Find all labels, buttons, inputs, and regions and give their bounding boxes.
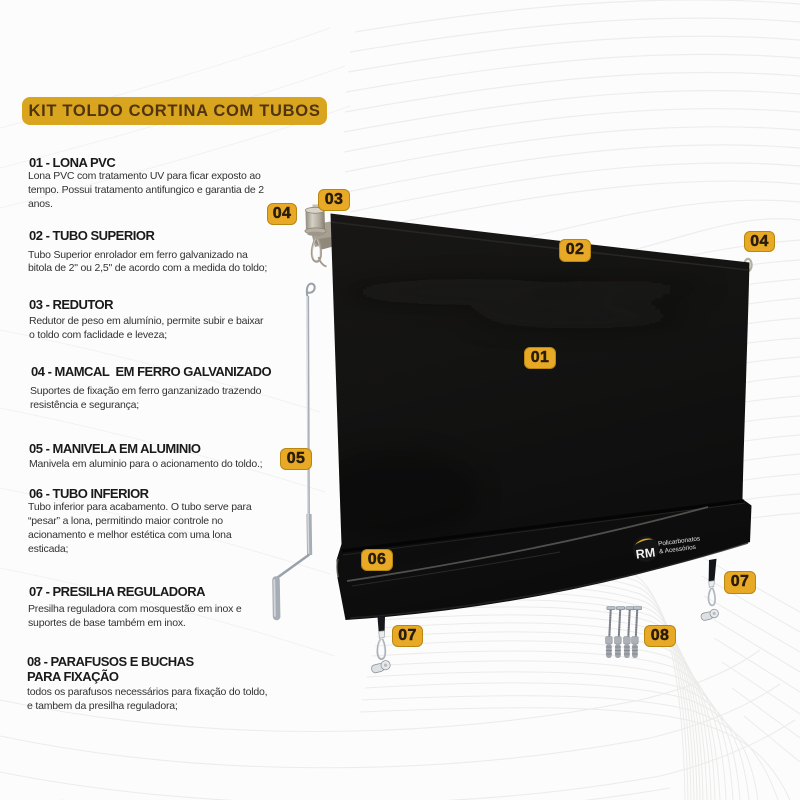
- svg-text:& Acessórios: & Acessórios: [659, 544, 697, 556]
- svg-text:RM: RM: [635, 545, 656, 561]
